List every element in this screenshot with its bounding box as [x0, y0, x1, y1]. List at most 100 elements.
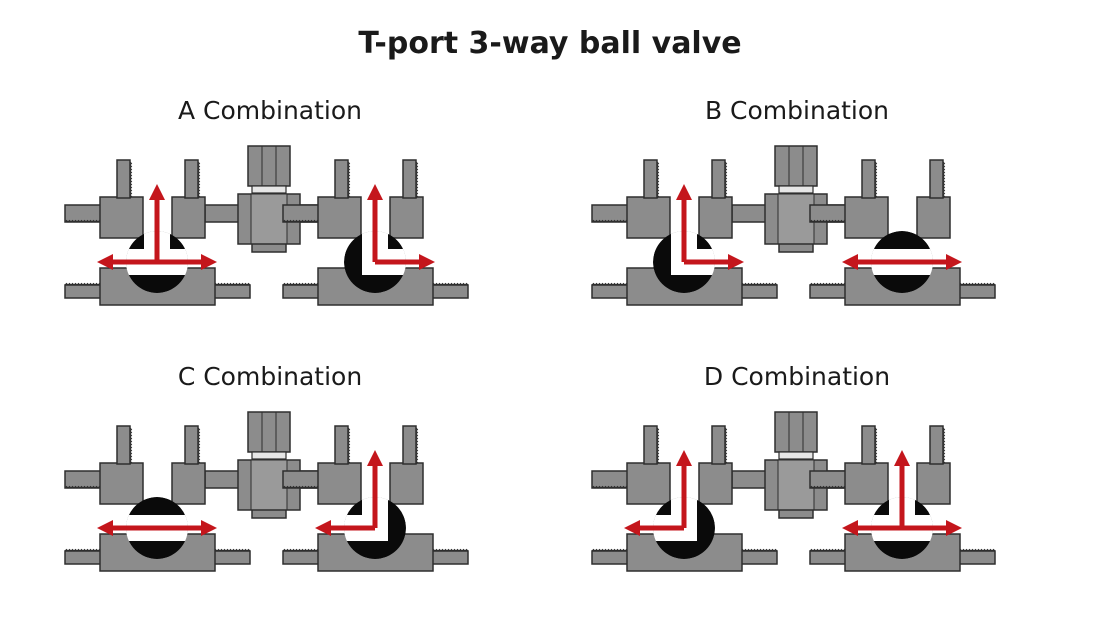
- union-nut: [237, 145, 301, 253]
- thread: [213, 548, 251, 552]
- union-center: [250, 459, 288, 511]
- thread: [958, 282, 996, 286]
- outlet-pipe-right: [738, 550, 778, 565]
- outlet-pipe-left: [591, 284, 633, 299]
- union-ring: [251, 509, 287, 519]
- thread: [809, 485, 850, 489]
- port-stem-left: [861, 159, 876, 199]
- panel-label-c: C Combination: [177, 362, 363, 391]
- thread: [197, 161, 201, 199]
- thread: [431, 548, 469, 552]
- thread: [591, 548, 632, 552]
- thread: [64, 219, 105, 223]
- valve-body-upper-left: [844, 462, 889, 505]
- inlet-pipe-left: [809, 204, 851, 223]
- hex-nut: [774, 145, 818, 187]
- thread: [282, 485, 323, 489]
- union-ring: [778, 509, 814, 519]
- ball-valve: [282, 425, 469, 572]
- diagram-title: T-port 3-way ball valve: [358, 26, 742, 61]
- port-stem-right: [711, 159, 726, 199]
- thread: [656, 427, 660, 465]
- thread: [431, 282, 469, 286]
- union-nut: [237, 411, 301, 519]
- outlet-pipe-left: [591, 550, 633, 565]
- valve-body-upper-right: [916, 196, 951, 239]
- nut-washer: [778, 185, 814, 194]
- thread: [282, 219, 323, 223]
- port-stem-left: [643, 159, 658, 199]
- union-center: [777, 193, 815, 245]
- inlet-pipe-left: [591, 470, 633, 489]
- inlet-pipe-left: [282, 204, 324, 223]
- nut-washer: [778, 451, 814, 460]
- inlet-pipe-left: [64, 470, 106, 489]
- thread: [958, 548, 996, 552]
- panel-c: [64, 411, 469, 572]
- outlet-pipe-left: [282, 550, 324, 565]
- valve-body-upper-left: [844, 196, 889, 239]
- outlet-pipe-left: [809, 550, 851, 565]
- thread: [874, 161, 878, 199]
- union-ring: [251, 243, 287, 253]
- ball-valve: [809, 159, 996, 306]
- thread: [282, 548, 323, 552]
- port-stem-left: [861, 425, 876, 465]
- valve-body-upper-right: [916, 462, 951, 505]
- ball-valve: [591, 425, 778, 572]
- port-stem-left: [116, 159, 131, 199]
- port-stem-right: [184, 425, 199, 465]
- hex-nut: [774, 411, 818, 453]
- thread: [809, 282, 850, 286]
- valve-body-upper-left: [626, 196, 671, 239]
- valve-body-upper-right: [171, 462, 206, 505]
- panel-label-b: B Combination: [704, 96, 890, 125]
- valve-body-upper-right: [698, 196, 733, 239]
- nut-washer: [251, 185, 287, 194]
- thread: [347, 161, 351, 199]
- thread: [129, 427, 133, 465]
- thread: [591, 282, 632, 286]
- outlet-pipe-right: [211, 284, 251, 299]
- hex-nut: [247, 411, 291, 453]
- thread: [724, 161, 728, 199]
- valve-body-upper-left: [317, 196, 362, 239]
- port-stem-right: [711, 425, 726, 465]
- ball-valve: [591, 159, 778, 306]
- port-stem-right: [402, 159, 417, 199]
- hex-nut: [247, 145, 291, 187]
- ball-valve: [64, 425, 251, 572]
- outlet-pipe-right: [738, 284, 778, 299]
- outlet-pipe-left: [282, 284, 324, 299]
- thread: [64, 485, 105, 489]
- port-stem-right: [184, 159, 199, 199]
- thread: [347, 427, 351, 465]
- valve-body-upper-left: [99, 196, 144, 239]
- thread: [415, 427, 419, 465]
- nut-washer: [251, 451, 287, 460]
- inlet-pipe-left: [591, 204, 633, 223]
- inlet-pipe-left: [64, 204, 106, 223]
- thread: [809, 219, 850, 223]
- outlet-pipe-left: [64, 284, 106, 299]
- thread: [942, 161, 946, 199]
- port-stem-right: [402, 425, 417, 465]
- union-center: [250, 193, 288, 245]
- union-nut: [764, 145, 828, 253]
- panel-d: [591, 411, 996, 572]
- thread: [129, 161, 133, 199]
- port-stem-right: [929, 159, 944, 199]
- valve-body-upper-left: [626, 462, 671, 505]
- thread: [724, 427, 728, 465]
- ball-valve: [809, 425, 996, 572]
- thread: [197, 427, 201, 465]
- outlet-pipe-right: [429, 550, 469, 565]
- outlet-pipe-right: [429, 284, 469, 299]
- outlet-pipe-right: [211, 550, 251, 565]
- inlet-pipe-left: [809, 470, 851, 489]
- thread: [415, 161, 419, 199]
- thread: [591, 219, 632, 223]
- thread: [740, 282, 778, 286]
- thread: [213, 282, 251, 286]
